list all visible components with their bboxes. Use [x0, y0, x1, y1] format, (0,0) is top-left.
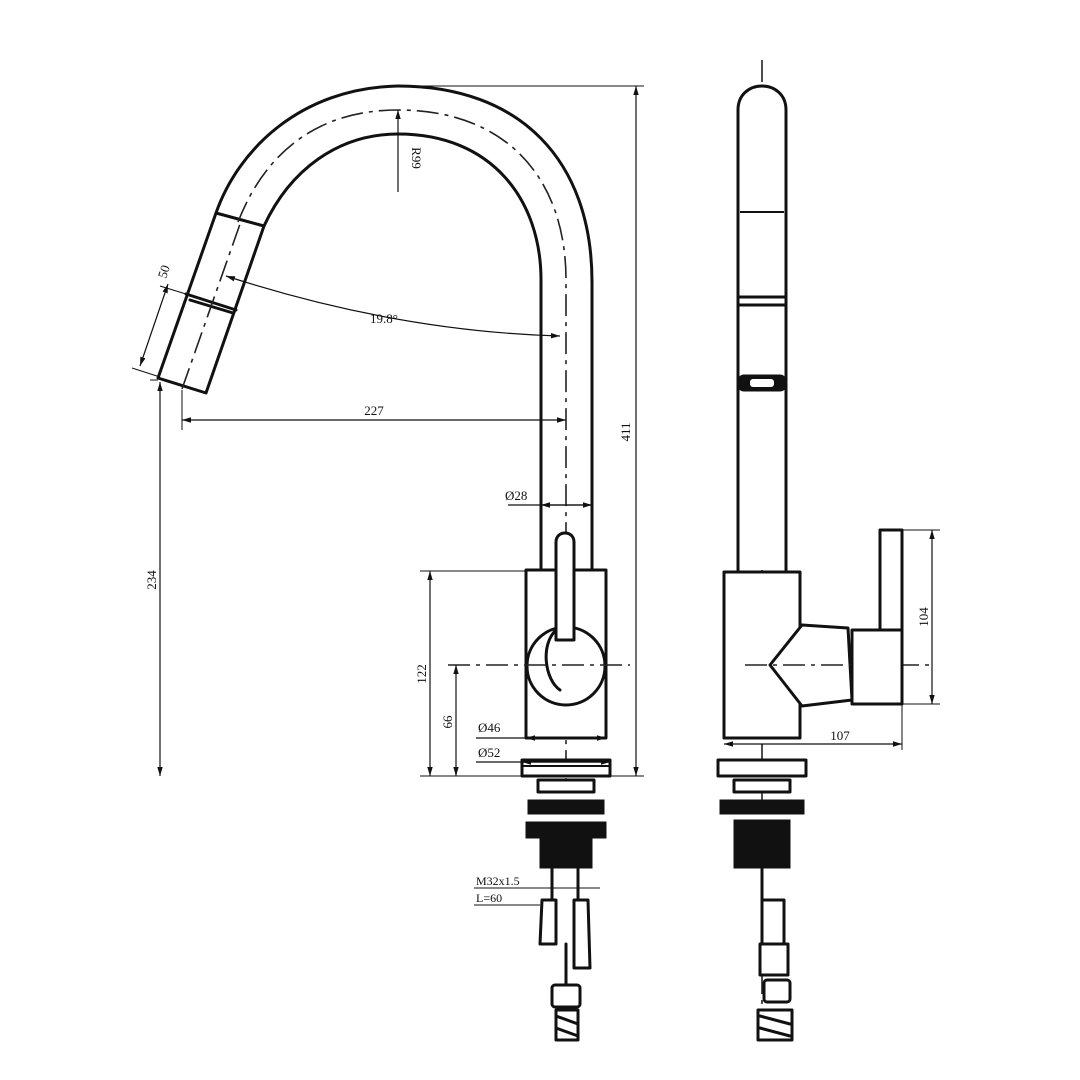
- base-diameter-label: Ø52: [478, 745, 500, 760]
- front-view: R99 19.8° 50 227 411 234 Ø28: [131, 84, 644, 1042]
- side-base-plate: [716, 758, 808, 778]
- reach-label: 227: [364, 403, 384, 418]
- radius-label: R99: [409, 147, 424, 169]
- mounting-assembly: [525, 778, 607, 1042]
- side-mounting-assembly: [719, 778, 805, 1042]
- spout-diameter-label: Ø28: [505, 488, 527, 503]
- spout-centerline: [237, 109, 567, 785]
- spout-tube: [214, 84, 594, 570]
- handle-reach-label: 107: [830, 728, 850, 743]
- lever-axis-height-label: 66: [440, 715, 455, 729]
- body-height-label: 122: [414, 664, 429, 684]
- angle-label: 19.8°: [370, 311, 398, 326]
- angle-arc: [225, 275, 561, 339]
- nozzle-length-line: [139, 283, 169, 367]
- thread-length-label: L=60: [476, 891, 502, 905]
- spray-head: [156, 211, 266, 395]
- handle-length-label: 104: [916, 607, 931, 627]
- side-body: [722, 528, 930, 740]
- thread-size-label: M32x1.5: [476, 874, 520, 888]
- side-view: 104 107: [716, 60, 940, 1042]
- nozzle-centerline: [181, 223, 241, 390]
- spout-height-label: 234: [144, 570, 159, 590]
- faucet-body: [524, 531, 608, 740]
- side-spout: [736, 84, 788, 572]
- body-diameter-label: Ø46: [478, 720, 501, 735]
- total-height-label: 411: [618, 422, 633, 441]
- base-plate: [520, 758, 612, 778]
- nozzle-length-label: 50: [155, 263, 173, 280]
